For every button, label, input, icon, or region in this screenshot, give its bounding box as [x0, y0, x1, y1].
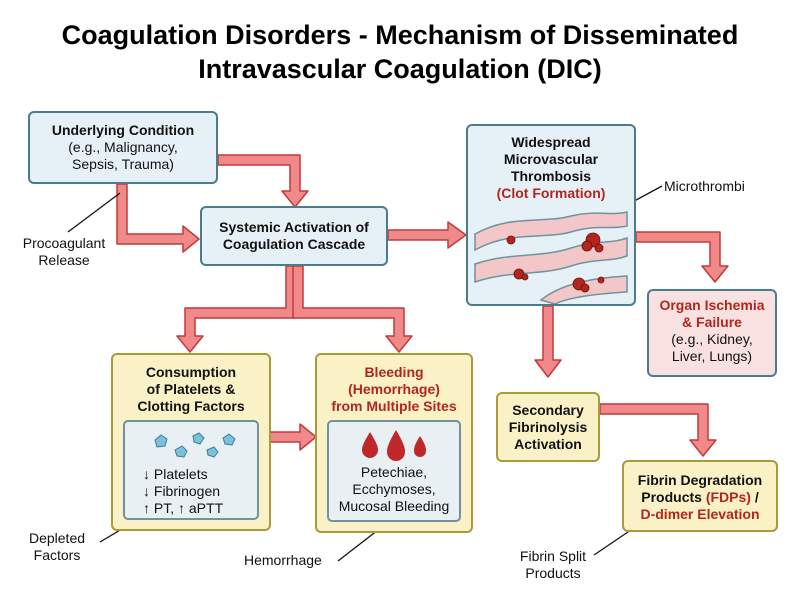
ischemia-line-2: & Failure	[682, 314, 742, 330]
lab-pt-aptt: ↑ PT, ↑ aPTT	[143, 500, 224, 516]
activation-line-1: Systemic Activation of	[219, 219, 369, 235]
arrow-consumption-to-bleeding	[269, 423, 317, 451]
fdp-line-2c: /	[750, 489, 759, 505]
arrow-activation-to-thrombosis	[387, 221, 467, 249]
arrow-underlying-to-activation	[116, 183, 200, 253]
underlying-detail-2: Sepsis, Trauma)	[72, 156, 174, 172]
fdp-line-3: D-dimer Elevation	[640, 506, 760, 522]
hemorrhage-label: Hemorrhage	[244, 552, 322, 568]
blood-vessel-icon	[474, 211, 628, 304]
lab-fibrinogen: ↓ Fibrinogen	[143, 483, 221, 499]
consumption-line-3: Clotting Factors	[137, 398, 245, 414]
fibrinolysis-box: Secondary Fibrinolysis Activation	[496, 392, 600, 462]
leader-procoagulant	[67, 192, 121, 233]
leader-hemorrhage	[337, 529, 379, 562]
organ-ischemia-box: Organ Ischemia & Failure (e.g., Kidney, …	[647, 289, 777, 377]
fibrinolysis-line-3: Activation	[514, 436, 582, 452]
fibrin-split-line-2: Products	[525, 565, 581, 581]
thrombosis-line-3: Thrombosis	[510, 168, 592, 184]
thrombosis-line-4: (Clot Formation)	[496, 185, 606, 201]
annotation-depleted: Depleted Factors	[22, 530, 92, 564]
ischemia-line-4: Liver, Lungs)	[671, 348, 753, 364]
arrow-thrombosis-to-fibrinolysis	[534, 305, 562, 378]
fibrinolysis-line-2: Fibrinolysis	[508, 419, 588, 435]
fibrinolysis-line-1: Secondary	[512, 402, 584, 418]
arrow-thrombosis-to-ischemia	[635, 231, 729, 283]
leader-fibrin-split	[593, 531, 629, 556]
thrombosis-line-1: Widespread	[511, 134, 591, 150]
fdp-box: Fibrin Degradation Products (FDPs) / D-d…	[622, 460, 778, 532]
title-line-1: Coagulation Disorders - Mechanism of Dis…	[61, 20, 739, 50]
bleeding-line-3: from Multiple Sites	[331, 398, 457, 414]
sign-petechiae: Petechiae,	[360, 464, 428, 480]
depleted-line-1: Depleted	[28, 530, 86, 546]
consumption-line-1: Consumption	[145, 364, 237, 380]
lab-platelets: ↓ Platelets	[143, 466, 208, 482]
fdp-line-2b: (FDPs)	[705, 489, 751, 505]
annotation-microthrombi: Microthrombi	[664, 178, 745, 195]
annotation-fibrin-split: Fibrin Split Products	[508, 548, 598, 582]
depleted-line-2: Factors	[33, 547, 81, 563]
sign-ecchymoses: Ecchymoses,	[352, 481, 436, 497]
arrow-fibrinolysis-to-fdp	[599, 403, 717, 457]
fibrin-split-line-1: Fibrin Split	[519, 548, 587, 564]
blood-clot-icon	[597, 276, 605, 284]
consumption-line-2: of Platelets &	[146, 381, 236, 397]
fdp-line-2a: Products	[641, 489, 706, 505]
underlying-detail-1: (e.g., Malignancy,	[68, 139, 178, 155]
ischemia-line-1: Organ Ischemia	[659, 297, 765, 313]
consumption-box: Consumption of Platelets & Clotting Fact…	[111, 353, 271, 531]
bleeding-signs-panel: Petechiae, Ecchymoses, Mucosal Bleeding	[327, 420, 461, 522]
bleeding-line-1: Bleeding	[364, 364, 424, 380]
blood-clot-icon	[506, 235, 516, 245]
underlying-heading: Underlying Condition	[51, 122, 195, 138]
annotation-hemorrhage: Hemorrhage	[244, 552, 322, 569]
activation-line-2: Coagulation Cascade	[222, 236, 366, 252]
arrow-activation-to-bleeding	[292, 265, 413, 353]
arrow-activation-to-consumption	[176, 265, 297, 353]
ischemia-line-3: (e.g., Kidney,	[671, 331, 753, 347]
systemic-activation-box: Systemic Activation of Coagulation Casca…	[200, 206, 388, 266]
platelet-icon	[154, 432, 236, 458]
procoagulant-line-1: Procoagulant	[22, 235, 106, 251]
microthrombi-label: Microthrombi	[664, 178, 745, 194]
title-line-2: Intravascular Coagulation (DIC)	[198, 54, 602, 84]
sign-mucosal: Mucosal Bleeding	[338, 498, 450, 514]
arrow-underlying-to-activation-top	[217, 154, 309, 208]
annotation-procoagulant: Procoagulant Release	[14, 235, 114, 269]
procoagulant-line-2: Release	[38, 252, 90, 268]
consumption-lab-panel: ↓ Platelets ↓ Fibrinogen ↑ PT, ↑ aPTT	[123, 420, 259, 520]
bleeding-line-2: (Hemorrhage)	[348, 381, 440, 397]
thrombosis-line-2: Microvascular	[503, 151, 599, 167]
fdp-line-2: Products (FDPs) /	[624, 489, 776, 506]
thrombosis-box: Widespread Microvascular Thrombosis (Clo…	[466, 124, 636, 306]
blood-drop-icon	[362, 430, 426, 461]
bleeding-box: Bleeding (Hemorrhage) from Multiple Site…	[315, 353, 473, 533]
diagram-title: Coagulation Disorders - Mechanism of Dis…	[0, 18, 800, 86]
underlying-condition-box: Underlying Condition (e.g., Malignancy, …	[28, 111, 218, 184]
fdp-line-1: Fibrin Degradation	[637, 472, 763, 488]
